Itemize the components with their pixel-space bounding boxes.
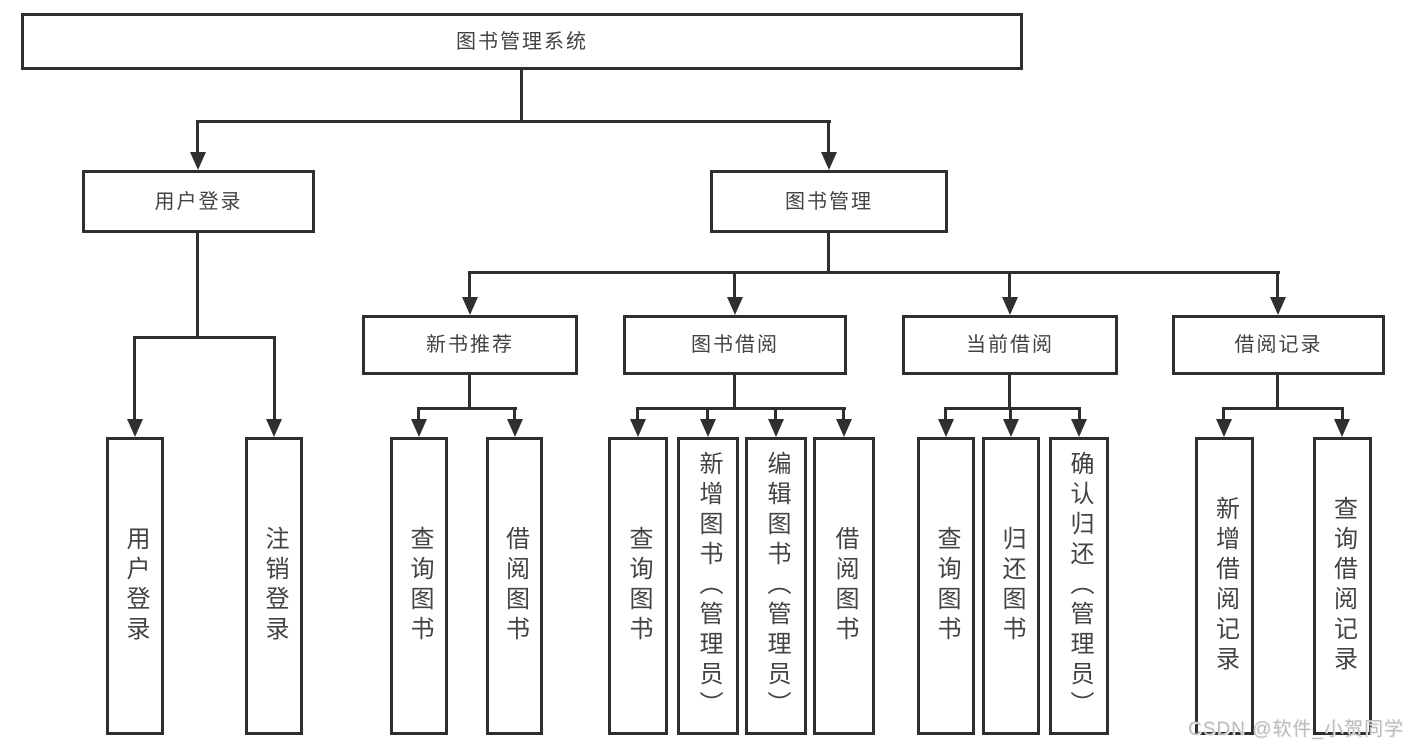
connector-drop [133,336,136,420]
connector-stem [468,375,471,407]
arrow-down-icon [821,152,837,170]
arrow-down-icon [411,419,427,437]
arrow-down-icon [1071,419,1087,437]
node-borrow-books: 借阅图书 [813,437,875,735]
node-query-books: 查询图书 [608,437,668,735]
node-add-books-admin: 新增图书（管理员） [677,437,739,735]
arrow-down-icon [1270,297,1286,315]
arrow-down-icon [462,297,478,315]
node-new-book-recommendation: 新书推荐 [362,315,578,375]
arrow-down-icon [630,419,646,437]
arrow-down-icon [938,419,954,437]
connector-drop [944,407,947,420]
connector-drop [842,407,845,420]
connector-drop [774,407,777,420]
connector-drop [1008,271,1011,298]
connector-rail [417,407,517,410]
connector-drop [636,407,639,420]
node-book-borrowing: 图书借阅 [623,315,847,375]
node-edit-books-admin: 编辑图书（管理员） [745,437,807,735]
node-query-books: 查询图书 [390,437,448,735]
node-book-management: 图书管理 [710,170,948,233]
node-user-login: 用户登录 [82,170,315,233]
connector-rail [636,407,846,410]
connector-rail [1222,407,1344,410]
arrow-down-icon [1216,419,1232,437]
arrow-down-icon [507,419,523,437]
node-return-books: 归还图书 [982,437,1040,735]
connector-drop [417,407,420,420]
node-current-borrowing: 当前借阅 [902,315,1118,375]
arrow-down-icon [127,419,143,437]
node-query-books: 查询图书 [917,437,975,735]
arrow-down-icon [1003,419,1019,437]
connector-stem [733,375,736,407]
watermark: CSDN @软件_小贺同学 [1188,719,1404,740]
connector-drop [827,120,830,153]
arrow-down-icon [1002,297,1018,315]
connector-drop [1009,407,1012,420]
node-borrow-books: 借阅图书 [486,437,543,735]
connector-rail [133,336,276,339]
connector-drop [733,271,736,298]
node-library-management-system: 图书管理系统 [21,13,1023,70]
node-query-borrowing-record: 查询借阅记录 [1313,437,1372,735]
connector-drop [706,407,709,420]
connector-drop [196,120,199,153]
arrow-down-icon [266,419,282,437]
connector-stem [827,233,830,271]
connector-stem [1008,375,1011,407]
connector-stem [520,69,523,120]
connector-drop [1222,407,1225,420]
connector-stem [1276,375,1279,407]
arrow-down-icon [700,419,716,437]
connector-rail [196,120,831,123]
node-borrowing-records: 借阅记录 [1172,315,1385,375]
connector-rail [944,407,1081,410]
connector-drop [1276,271,1279,298]
arrow-down-icon [836,419,852,437]
node-add-borrowing-record: 新增借阅记录 [1195,437,1254,735]
node-logout-login: 注销登录 [245,437,303,735]
connector-drop [1078,407,1081,420]
arrow-down-icon [1334,419,1350,437]
connector-drop [513,407,516,420]
connector-drop [468,271,471,298]
arrow-down-icon [190,152,206,170]
connector-rail [468,271,1280,274]
connector-drop [273,336,276,420]
node-confirm-return-admin: 确认归还（管理员） [1049,437,1109,735]
connector-stem [196,233,199,336]
arrow-down-icon [768,419,784,437]
arrow-down-icon [727,297,743,315]
connector-drop [1341,407,1344,420]
node-user-login-leaf: 用户登录 [106,437,164,735]
